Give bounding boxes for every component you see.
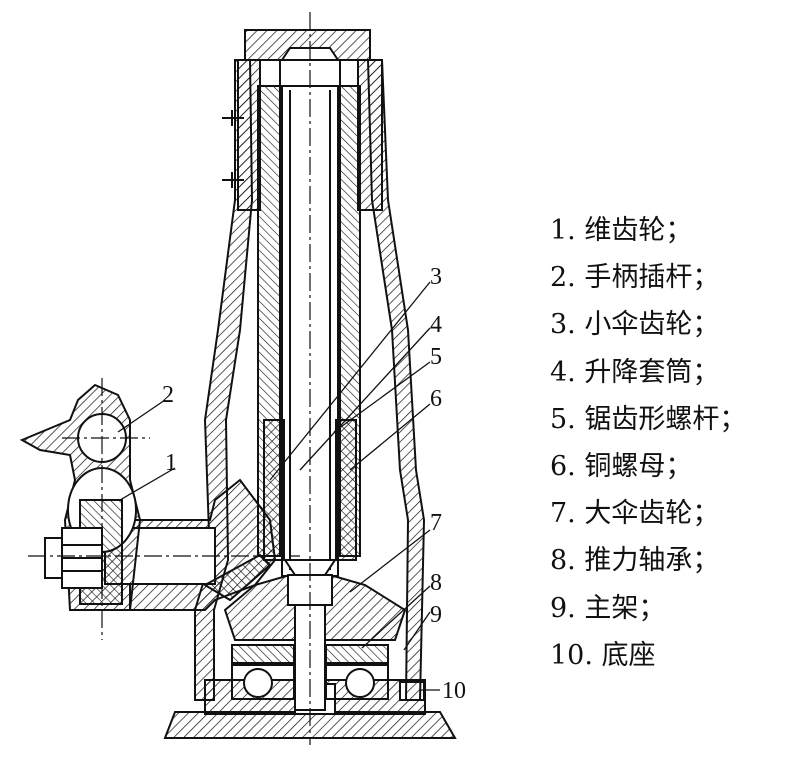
legend-item-5: 5. 锯齿形螺杆； xyxy=(550,403,747,435)
callout-5: 5 xyxy=(430,344,442,370)
callout-6: 6 xyxy=(430,386,442,412)
legend-item-2: 2. 手柄插杆； xyxy=(550,262,720,294)
callout-10: 10 xyxy=(442,678,466,704)
legend-item-4: 4. 升降套筒； xyxy=(550,356,720,388)
top-cap xyxy=(244,29,371,87)
main-frame xyxy=(194,59,426,701)
callout-4: 4 xyxy=(430,312,442,338)
parts-legend: 1. 维齿轮； 2. 手柄插杆； 3. 小伞齿轮； 4. 升降套筒； 5. 锯齿… xyxy=(550,215,798,688)
legend-item-3: 3. 小伞齿轮； xyxy=(550,309,720,341)
callout-2: 2 xyxy=(162,382,174,408)
callout-9: 9 xyxy=(430,602,442,628)
side-bolts xyxy=(222,110,244,188)
legend-item-9: 9. 主架； xyxy=(550,592,666,624)
callout-7: 7 xyxy=(430,510,442,536)
legend-item-8: 8. 推力轴承； xyxy=(550,545,720,577)
callout-3: 3 xyxy=(430,264,442,290)
legend-item-10: 10. 底座 xyxy=(550,639,656,671)
legend-item-6: 6. 铜螺母； xyxy=(550,450,693,482)
bronze-nut xyxy=(263,419,357,561)
callout-8: 8 xyxy=(430,570,442,596)
legend-item-7: 7. 大伞齿轮； xyxy=(550,498,720,530)
legend-item-1: 1. 维齿轮； xyxy=(550,215,693,246)
handle-lever xyxy=(19,383,142,611)
callout-1: 1 xyxy=(165,450,177,476)
